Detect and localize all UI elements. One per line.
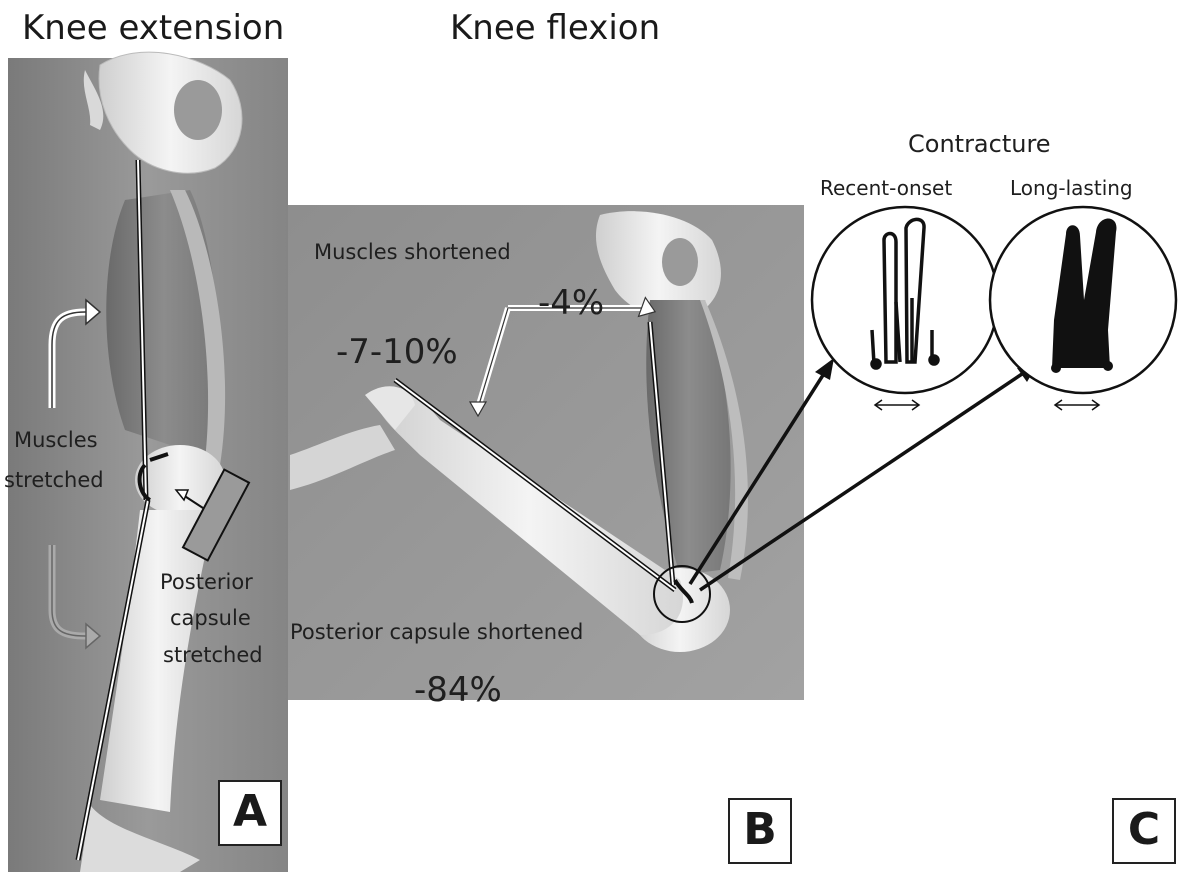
panel-b-pelvis (595, 211, 721, 320)
panel-a-capsule-label-1: Posterior (160, 570, 253, 594)
panel-a-muscles-label-2: stretched (4, 468, 104, 492)
panel-b-capsule-label: Posterior capsule shortened (290, 620, 584, 644)
panel-a-muscles-label-1: Muscles (14, 428, 98, 452)
panel-b-capsule-pct: -84% (414, 670, 502, 710)
long-lasting-capsule-shape (1051, 218, 1117, 373)
recent-onset-capsule-shape (870, 217, 940, 370)
panel-b-muscle-pct-4: -4% (538, 283, 605, 323)
panel-c-letter: C (1112, 798, 1176, 864)
panel-a-capsule-marker (181, 468, 251, 562)
panel-a-knee (135, 445, 225, 515)
panel-a-heading: Knee extension (22, 8, 285, 48)
panel-b-tibia (374, 386, 684, 635)
panel-a-lower-leg (100, 510, 215, 812)
panel-b-letter: B (728, 798, 792, 864)
panel-b-foot (290, 425, 395, 490)
panel-b-capsule-circle (653, 565, 711, 623)
arrow-to-long-lasting (699, 370, 1026, 592)
arrow-to-recent-onset (688, 371, 827, 585)
long-lasting-label: Long-lasting (1010, 176, 1133, 200)
panel-a-capsule-label-2: capsule (170, 606, 251, 630)
panel-b-muscles-label: Muscles shortened (314, 240, 511, 264)
panel-a-capsule-label-3: stretched (163, 643, 263, 667)
panel-c-heading: Contracture (908, 130, 1051, 158)
recent-onset-width-arrow (873, 399, 921, 411)
recent-onset-label: Recent-onset (820, 176, 953, 200)
panel-b-muscle-pct-7-10: -7-10% (336, 332, 458, 372)
long-lasting-width-arrow (1053, 399, 1101, 411)
panel-b-heading: Knee flexion (450, 8, 661, 48)
panel-a-letter: A (218, 780, 282, 846)
